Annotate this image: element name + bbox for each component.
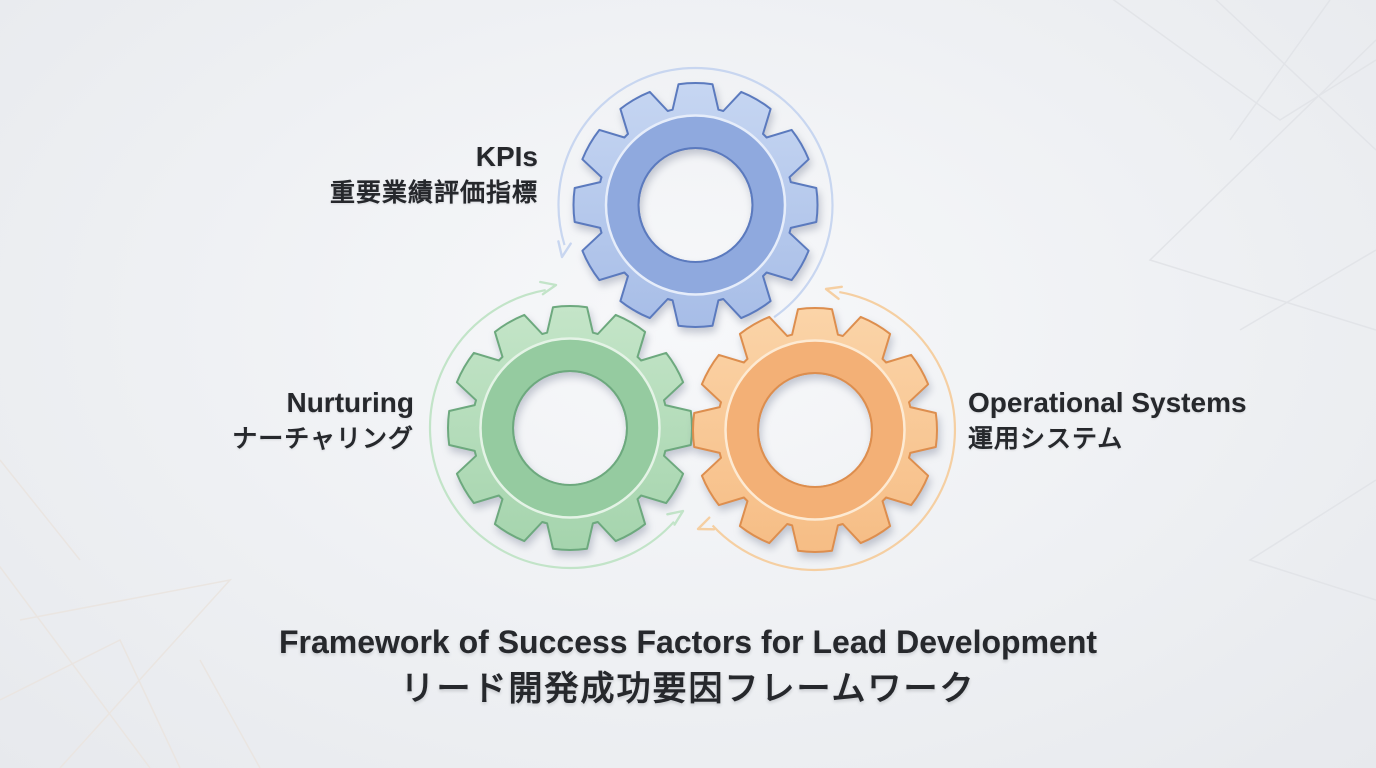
rotation-arrow-operational-systems	[696, 285, 957, 572]
title-ja: リード開発成功要因フレームワーク	[400, 670, 976, 708]
diagram-title: Framework of Success Factors for Lead De…	[0, 620, 1376, 712]
rotation-arrow-kpis	[557, 66, 834, 319]
rotation-arrow-nurturing	[428, 280, 685, 570]
label-nurturing-ja: ナーチャリング	[232, 425, 414, 453]
gear-nurturing	[447, 305, 693, 551]
label-kpis-en: KPIs	[475, 141, 538, 172]
label-nurturing-en: Nurturing	[286, 387, 414, 418]
gear-operational-systems	[692, 307, 938, 553]
title-en: Framework of Success Factors for Lead De…	[278, 624, 1098, 660]
label-operational-systems-en: Operational Systems	[968, 387, 1247, 418]
label-nurturing: Nurturing ナーチャリング	[160, 386, 414, 454]
label-operational-systems: Operational Systems 運用システム	[968, 386, 1288, 454]
label-kpis: KPIs 重要業績評価指標	[240, 140, 538, 208]
gear-kpis	[572, 82, 819, 328]
label-operational-systems-ja: 運用システム	[968, 425, 1124, 453]
label-kpis-ja: 重要業績評価指標	[329, 179, 538, 207]
